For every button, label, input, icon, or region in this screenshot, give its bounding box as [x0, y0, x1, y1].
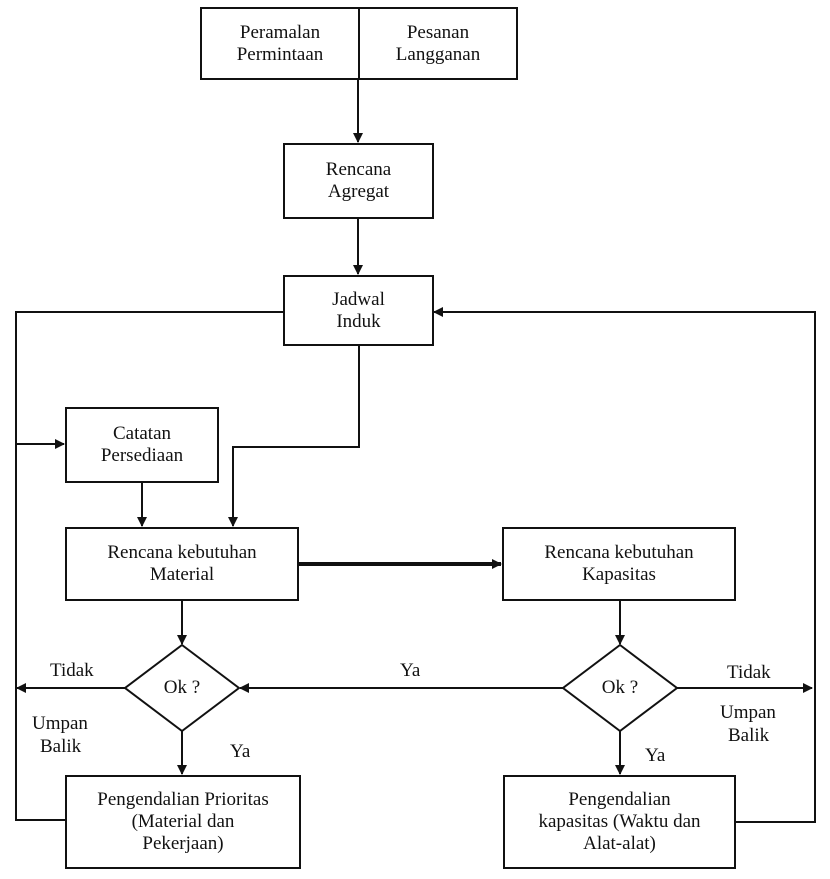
node-rk-material: Rencana kebutuhan Material	[65, 527, 299, 601]
decision-left-shape	[123, 643, 241, 733]
node-rk-kapasitas: Rencana kebutuhan Kapasitas	[502, 527, 736, 601]
node-text: Rencana	[325, 159, 392, 180]
node-rencana-agregat: Rencana Agregat	[283, 143, 434, 219]
label-right-umpan: Umpan	[720, 702, 776, 723]
decision-right-shape	[561, 643, 679, 733]
node-jadwal-induk: Jadwal Induk	[283, 275, 434, 346]
node-text: Pengendalian	[568, 789, 671, 810]
node-text: Rencana kebutuhan	[544, 542, 694, 563]
node-text: Rencana kebutuhan	[107, 542, 257, 563]
edge-left-feedback-loop	[15, 311, 283, 821]
node-text: Jadwal	[332, 288, 385, 310]
node-text: Agregat	[327, 181, 390, 202]
node-text: Peramalan	[239, 21, 321, 43]
node-text: (Material dan	[131, 811, 235, 832]
node-pesanan-langganan: Pesanan Langganan	[358, 7, 518, 80]
node-text: Pekerjaan)	[142, 833, 224, 854]
node-text: Alat-alat)	[583, 833, 656, 854]
node-pengendalian-prioritas: Pengendalian Prioritas (Material dan Pek…	[65, 775, 301, 869]
label-right-balik: Balik	[728, 725, 770, 746]
label-right-tidak: Tidak	[727, 662, 771, 683]
node-text: Langganan	[395, 43, 481, 65]
node-text: Induk	[336, 310, 381, 332]
node-text: Pengendalian Prioritas	[97, 789, 269, 810]
label-right-ya: Ya	[645, 745, 666, 766]
edge-right-feedback-loop	[433, 307, 816, 823]
node-text: kapasitas (Waktu dan	[538, 811, 701, 832]
node-text: Persediaan	[100, 445, 184, 466]
decision-right-text: Ok ?	[601, 677, 639, 698]
label-left-balik: Balik	[40, 736, 82, 757]
node-text: Material	[149, 564, 215, 585]
node-catatan-persediaan: Catatan Persediaan	[65, 407, 219, 483]
edge-jadwal-to-rkm	[228, 345, 360, 527]
node-peramalan-permintaan: Peramalan Permintaan	[200, 7, 360, 80]
node-text: Kapasitas	[582, 564, 656, 585]
node-pengendalian-kapasitas: Pengendalian kapasitas (Waktu dan Alat-a…	[503, 775, 736, 869]
label-left-ya: Ya	[230, 741, 251, 762]
label-middle-ya: Ya	[400, 660, 421, 681]
label-left-tidak: Tidak	[50, 660, 94, 681]
node-text: Catatan	[112, 423, 172, 444]
label-left-umpan: Umpan	[32, 713, 88, 734]
node-text: Permintaan	[236, 43, 324, 65]
node-text: Pesanan	[406, 21, 470, 43]
decision-left-text: Ok ?	[163, 677, 201, 698]
